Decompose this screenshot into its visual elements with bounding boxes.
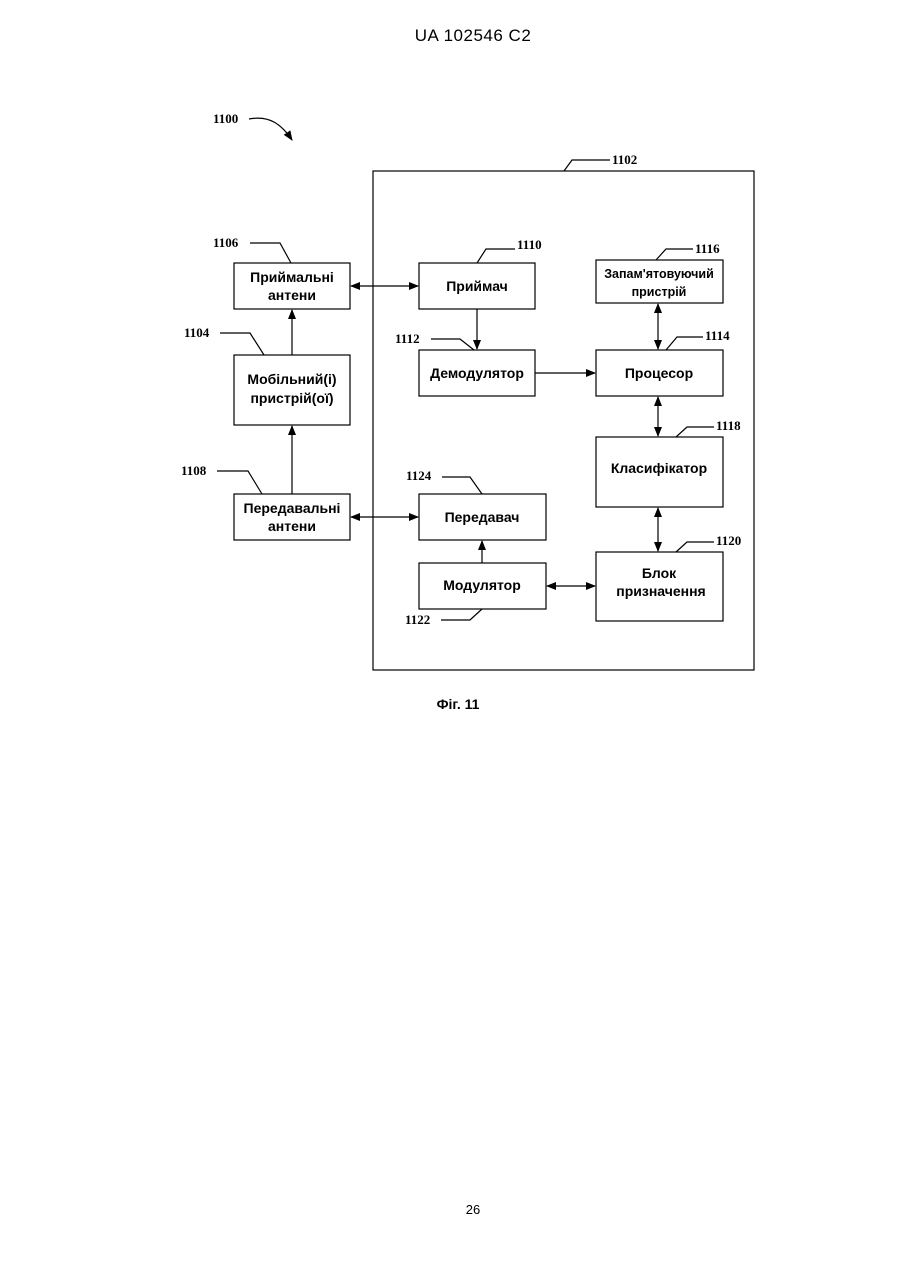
ref-1100: 1100 bbox=[213, 111, 238, 126]
modulator-label: Модулятор bbox=[443, 577, 521, 593]
ref-1114: 1114 bbox=[705, 328, 730, 343]
processor-label: Процесор bbox=[625, 365, 693, 381]
demodulator-label: Демодулятор bbox=[430, 365, 524, 381]
ref-1108: 1108 bbox=[181, 463, 207, 478]
mobile-devices-line2: пристрій(ої) bbox=[250, 390, 333, 406]
page-number: 26 bbox=[0, 1202, 901, 1217]
memory-line1: Запам'ятовуючий bbox=[604, 267, 714, 281]
ref-1124: 1124 bbox=[406, 468, 432, 483]
classifier-label: Класифікатор bbox=[611, 460, 707, 476]
receiver-label: Приймач bbox=[446, 278, 508, 294]
ref-1116: 1116 bbox=[695, 241, 720, 256]
ref-1110: 1110 bbox=[517, 237, 542, 252]
mobile-devices-line1: Мобільний(і) bbox=[247, 371, 336, 387]
ref-1122: 1122 bbox=[405, 612, 430, 627]
ref-1102-leader bbox=[564, 160, 610, 171]
ref-1118: 1118 bbox=[716, 418, 741, 433]
ref-1106-leader bbox=[250, 243, 291, 263]
assignment-unit-line1: Блок bbox=[642, 565, 677, 581]
ref-1104-leader bbox=[220, 333, 264, 355]
ref-1120: 1120 bbox=[716, 533, 741, 548]
receive-antennas-line1: Приймальні bbox=[250, 269, 334, 285]
ref-1106: 1106 bbox=[213, 235, 239, 250]
ref-1100-arrow bbox=[249, 118, 292, 140]
ref-1102: 1102 bbox=[612, 152, 637, 167]
transmit-antennas-line2: антени bbox=[268, 518, 316, 534]
figure-caption: Фіг. 11 bbox=[437, 696, 480, 712]
assignment-unit-line2: призначення bbox=[616, 583, 705, 599]
receive-antennas-line2: антени bbox=[268, 287, 316, 303]
memory-line2: пристрій bbox=[632, 285, 687, 299]
transmitter-label: Передавач bbox=[445, 509, 520, 525]
ref-1108-leader bbox=[217, 471, 262, 494]
ref-1112: 1112 bbox=[395, 331, 420, 346]
ref-1104: 1104 bbox=[184, 325, 210, 340]
transmit-antennas-line1: Передавальні bbox=[244, 500, 341, 516]
